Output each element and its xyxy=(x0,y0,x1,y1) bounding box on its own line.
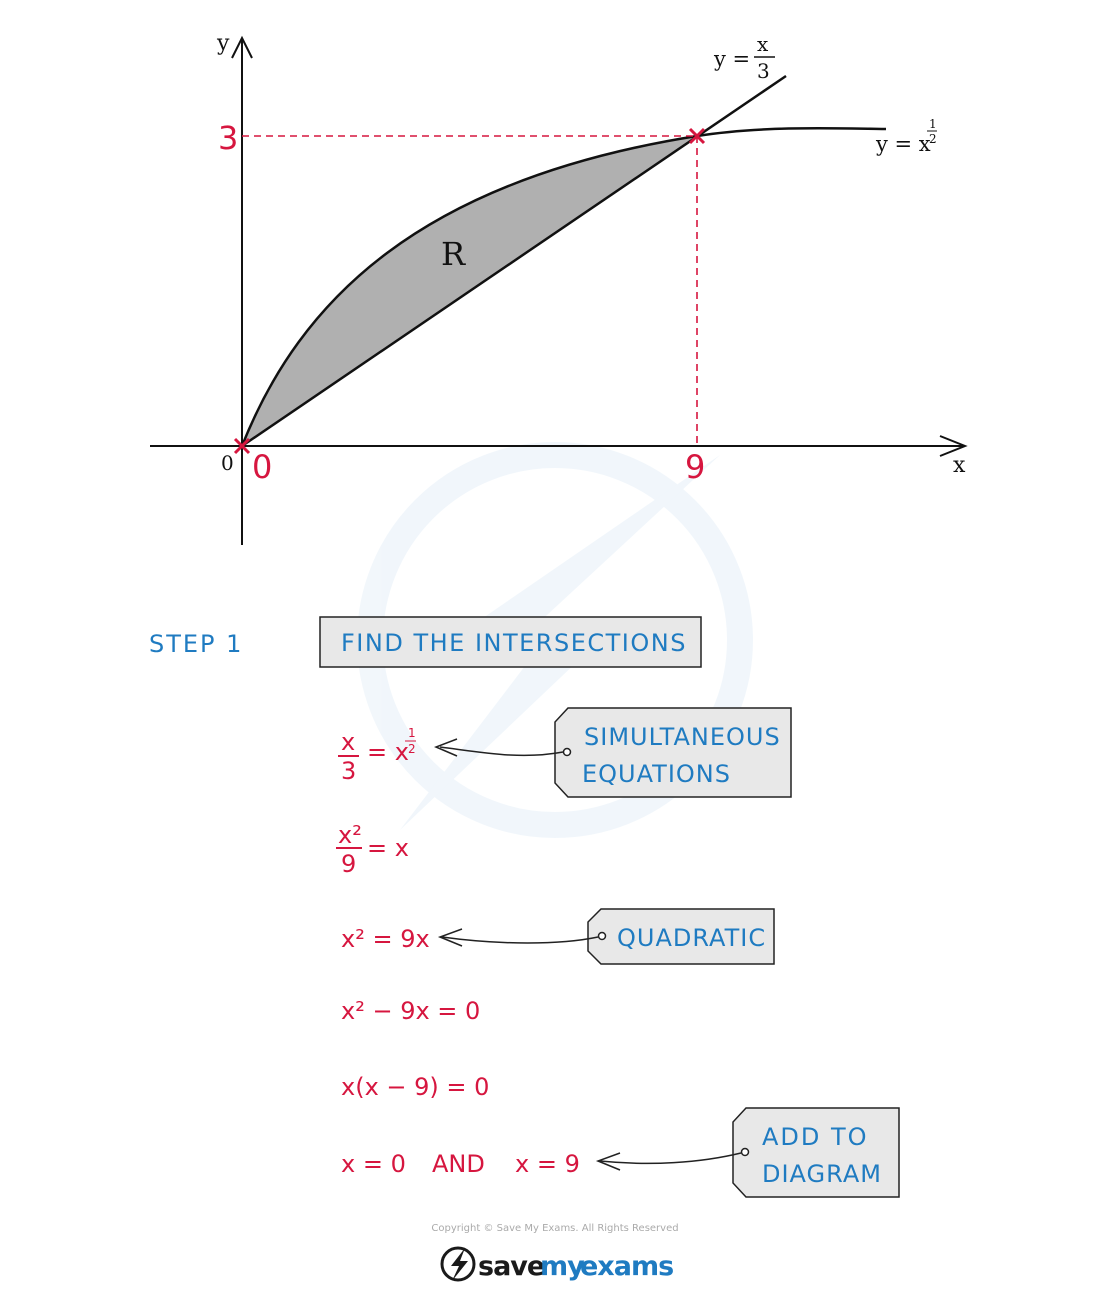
curve-equation-label: y = x 1 2 xyxy=(875,117,937,156)
y-axis-label: y xyxy=(216,31,230,56)
working-line-5: x(x − 9) = 0 xyxy=(341,1073,489,1101)
arrow-to-line-3 xyxy=(441,936,599,944)
arrowhead-line-1 xyxy=(434,738,458,757)
curve-label-exp-den: 2 xyxy=(929,132,937,146)
logo-save: save xyxy=(478,1251,544,1282)
line-y-equals-x-over-3 xyxy=(241,74,787,448)
w2-numerator: x² xyxy=(338,821,362,849)
y-mark-3: 3 xyxy=(218,119,238,157)
curve-label-prefix: y = x xyxy=(875,132,931,156)
save-my-exams-logo: save my exams xyxy=(440,1246,674,1282)
w1-exp-num: 1 xyxy=(408,726,416,740)
working-line-3: x² = 9x xyxy=(341,925,430,953)
x-axis-label: x xyxy=(953,453,966,478)
logo-my: my xyxy=(540,1251,585,1282)
step-title: FIND THE INTERSECTIONS xyxy=(341,629,687,657)
x-mark-9: 9 xyxy=(685,448,705,486)
logo-exams: exams xyxy=(580,1251,673,1282)
working-line-4: x² − 9x = 0 xyxy=(341,997,480,1025)
tag-simultaneous-line-2: EQUATIONS xyxy=(582,760,731,788)
line-label-denominator: 3 xyxy=(757,59,770,83)
arrowhead-line-6 xyxy=(595,1152,621,1171)
tag-add-line-1: ADD TO xyxy=(762,1123,869,1151)
arrowhead-line-3 xyxy=(437,928,463,947)
step-title-box xyxy=(319,616,702,668)
tag-add-to-diagram: ADD TO DIAGRAM xyxy=(732,1107,900,1198)
working-line-2: x² 9 = x xyxy=(336,821,409,878)
w1-denominator: 3 xyxy=(341,757,356,785)
x-mark-0: 0 xyxy=(252,448,272,486)
working-line-6-left: x = 0 xyxy=(341,1150,406,1178)
curve-label-exp-num: 1 xyxy=(929,117,937,131)
copyright-text: Copyright © Save My Exams. All Rights Re… xyxy=(431,1223,678,1234)
arrow-to-line-1 xyxy=(439,746,564,757)
line-label-prefix: y = xyxy=(713,47,757,71)
w1-exp-den: 2 xyxy=(408,742,416,756)
origin-label: 0 xyxy=(221,451,234,475)
line-equation-label: y = x 3 xyxy=(713,32,775,83)
region-r-label: R xyxy=(441,235,466,273)
intersection-cross-9-3 xyxy=(688,127,706,145)
w2-rhs: = x xyxy=(367,834,409,862)
curve-y-equals-root-x xyxy=(240,126,887,447)
working-line-1: x 3 = x 1 2 xyxy=(338,726,416,785)
w1-numerator: x xyxy=(341,728,355,756)
tag-quadratic: QUADRATIC xyxy=(587,908,775,965)
dashed-guides xyxy=(242,135,698,446)
w1-rhs: = x xyxy=(367,738,409,766)
tag-quadratic-label: QUADRATIC xyxy=(617,924,766,952)
arrow-to-line-6 xyxy=(599,1152,742,1165)
tag-simultaneous-line-1: SIMULTANEOUS xyxy=(584,723,781,751)
tag-add-line-2: DIAGRAM xyxy=(762,1160,882,1188)
intersection-cross-origin xyxy=(233,437,251,455)
working-line-6-right: x = 9 xyxy=(515,1150,580,1178)
axes xyxy=(150,35,968,545)
logo-bolt-icon xyxy=(440,1246,476,1282)
tag-simultaneous-equations: SIMULTANEOUS EQUATIONS xyxy=(554,707,792,798)
step-label: STEP 1 xyxy=(149,630,243,658)
w2-denominator: 9 xyxy=(341,850,356,878)
line-label-numerator: x xyxy=(757,32,769,56)
working-line-6-and: AND xyxy=(432,1150,485,1178)
